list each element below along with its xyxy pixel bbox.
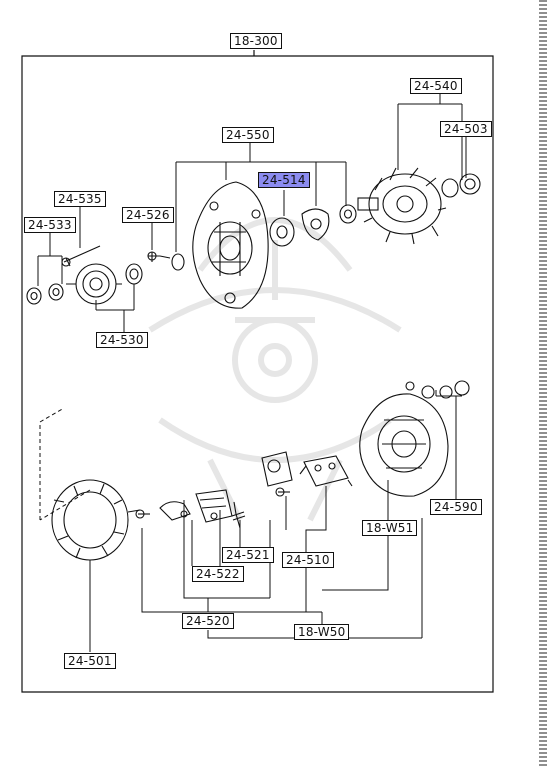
brush-holder-part xyxy=(261,451,293,487)
watermark-emblem xyxy=(148,217,402,522)
rear-housing-part xyxy=(359,381,449,497)
rectifier-part xyxy=(299,455,353,487)
callout-24-540[interactable]: 24-540 xyxy=(410,78,462,94)
front-housing-part xyxy=(192,181,269,309)
parts-bottom xyxy=(51,380,470,561)
parts-top xyxy=(26,167,481,309)
callout-18-W51[interactable]: 18-W51 xyxy=(362,520,418,536)
callout-24-530[interactable]: 24-530 xyxy=(96,332,148,348)
callout-24-503[interactable]: 24-503 xyxy=(440,121,492,137)
callout-24-501[interactable]: 24-501 xyxy=(64,653,116,669)
stator-part xyxy=(51,479,141,561)
callout-24-510[interactable]: 24-510 xyxy=(282,552,334,568)
callout-18-W50[interactable]: 18-W50 xyxy=(294,624,350,640)
pulley-part xyxy=(66,263,122,305)
callout-24-520[interactable]: 24-520 xyxy=(182,613,234,629)
frame xyxy=(21,50,494,693)
callout-24-533[interactable]: 24-533 xyxy=(24,217,76,233)
page-edge xyxy=(539,0,547,768)
callout-24-550[interactable]: 24-550 xyxy=(222,127,274,143)
callout-24-521[interactable]: 24-521 xyxy=(222,547,274,563)
regulator-part xyxy=(195,489,233,523)
callout-24-590[interactable]: 24-590 xyxy=(430,499,482,515)
leader-lines xyxy=(37,94,467,652)
callout-24-535[interactable]: 24-535 xyxy=(54,191,106,207)
callout-24-526[interactable]: 24-526 xyxy=(122,207,174,223)
callout-18-300[interactable]: 18-300 xyxy=(230,33,282,49)
callout-24-514[interactable]: 24-514 xyxy=(258,172,310,188)
rotor-part xyxy=(357,167,447,245)
callout-24-522[interactable]: 24-522 xyxy=(192,566,244,582)
